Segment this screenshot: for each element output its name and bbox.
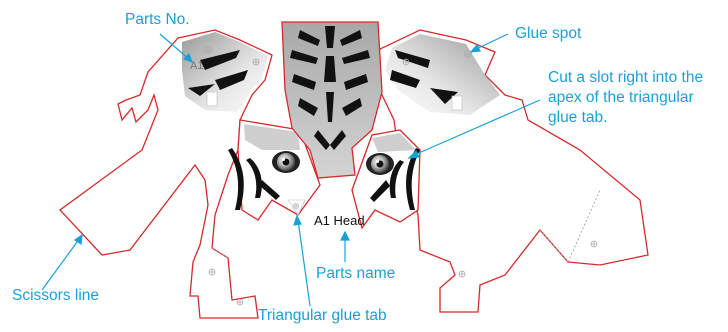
crosshair-plus-icon: [205, 47, 212, 54]
right-ear-glue-tab: [452, 96, 462, 110]
crosshair-plus-icon: [403, 59, 409, 65]
scissors-line-callout: Scissors line: [12, 286, 99, 306]
parts-name-arrowhead: [341, 232, 349, 240]
crosshair-plus-icon: [237, 299, 243, 305]
triangular-glue-tab-arrowhead: [294, 216, 301, 225]
crosshair-plus-icon: [294, 204, 299, 209]
part-name-label: A1 Head: [314, 213, 365, 228]
triangular-glue-tab-pointer: [298, 220, 310, 306]
part-number-label: A1: [190, 60, 203, 72]
parts-name-callout: Parts name: [316, 264, 395, 284]
tiger-eye-icon: [272, 151, 300, 173]
crosshair-plus-icon: [465, 51, 472, 58]
parts-no-callout: Parts No.: [125, 10, 190, 30]
left-ear-fur: [182, 32, 268, 112]
crosshair-plus-icon: [591, 241, 597, 247]
glue-spot-callout: Glue spot: [515, 24, 581, 44]
crosshair-plus-icon: [253, 59, 259, 65]
glue-spot-pointer: [474, 34, 508, 50]
scissors-line-pointer: [42, 238, 80, 290]
triangular-glue-tab-callout: Triangular glue tab: [258, 306, 387, 326]
forehead-stripe: [324, 56, 336, 82]
crosshair-plus-icon: [209, 269, 215, 275]
crosshair-plus-icon: [459, 271, 465, 277]
cut-slot-callout: Cut a slot right into the apex of the tr…: [548, 68, 726, 128]
tiger-eye-icon: [366, 153, 394, 175]
left-ear-glue-tab: [207, 92, 217, 106]
